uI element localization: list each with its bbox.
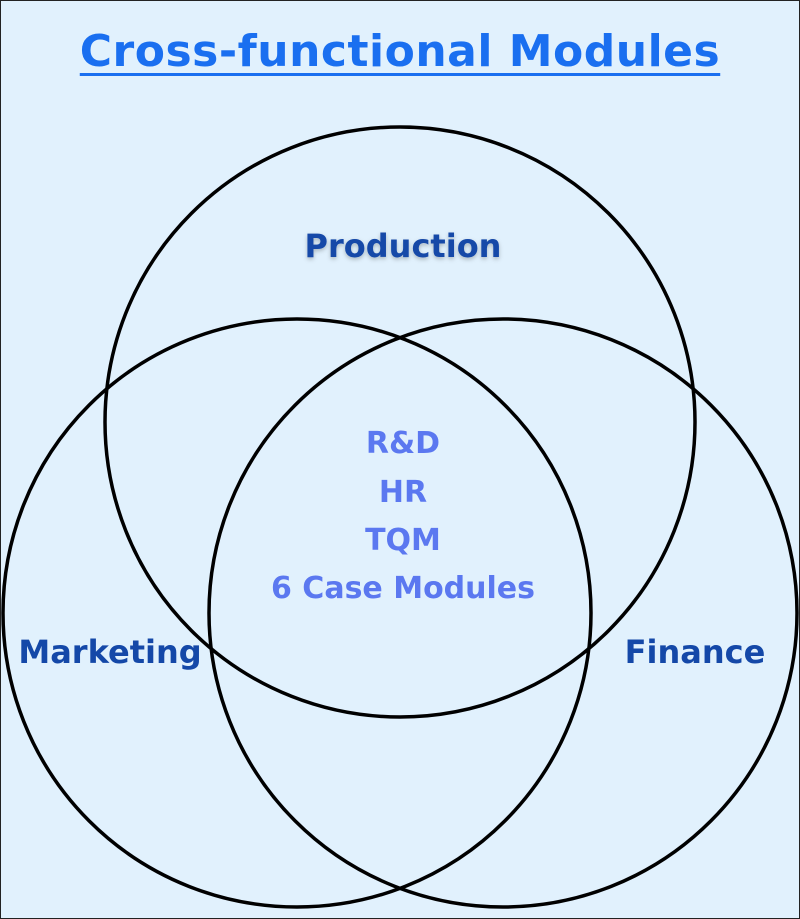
diagram-title: Cross-functional Modules [79,26,721,77]
center-item-hr: HR [379,475,427,510]
finance-circle [207,317,799,909]
marketing-circle [1,317,593,909]
marketing-label: Marketing [18,633,201,671]
center-item-tqm: TQM [365,523,441,558]
center-item-rnd: R&D [366,426,440,461]
production-label: Production [305,227,502,265]
center-item-case-modules: 6 Case Modules [271,571,535,606]
finance-label: Finance [625,633,766,671]
production-circle [103,125,697,719]
